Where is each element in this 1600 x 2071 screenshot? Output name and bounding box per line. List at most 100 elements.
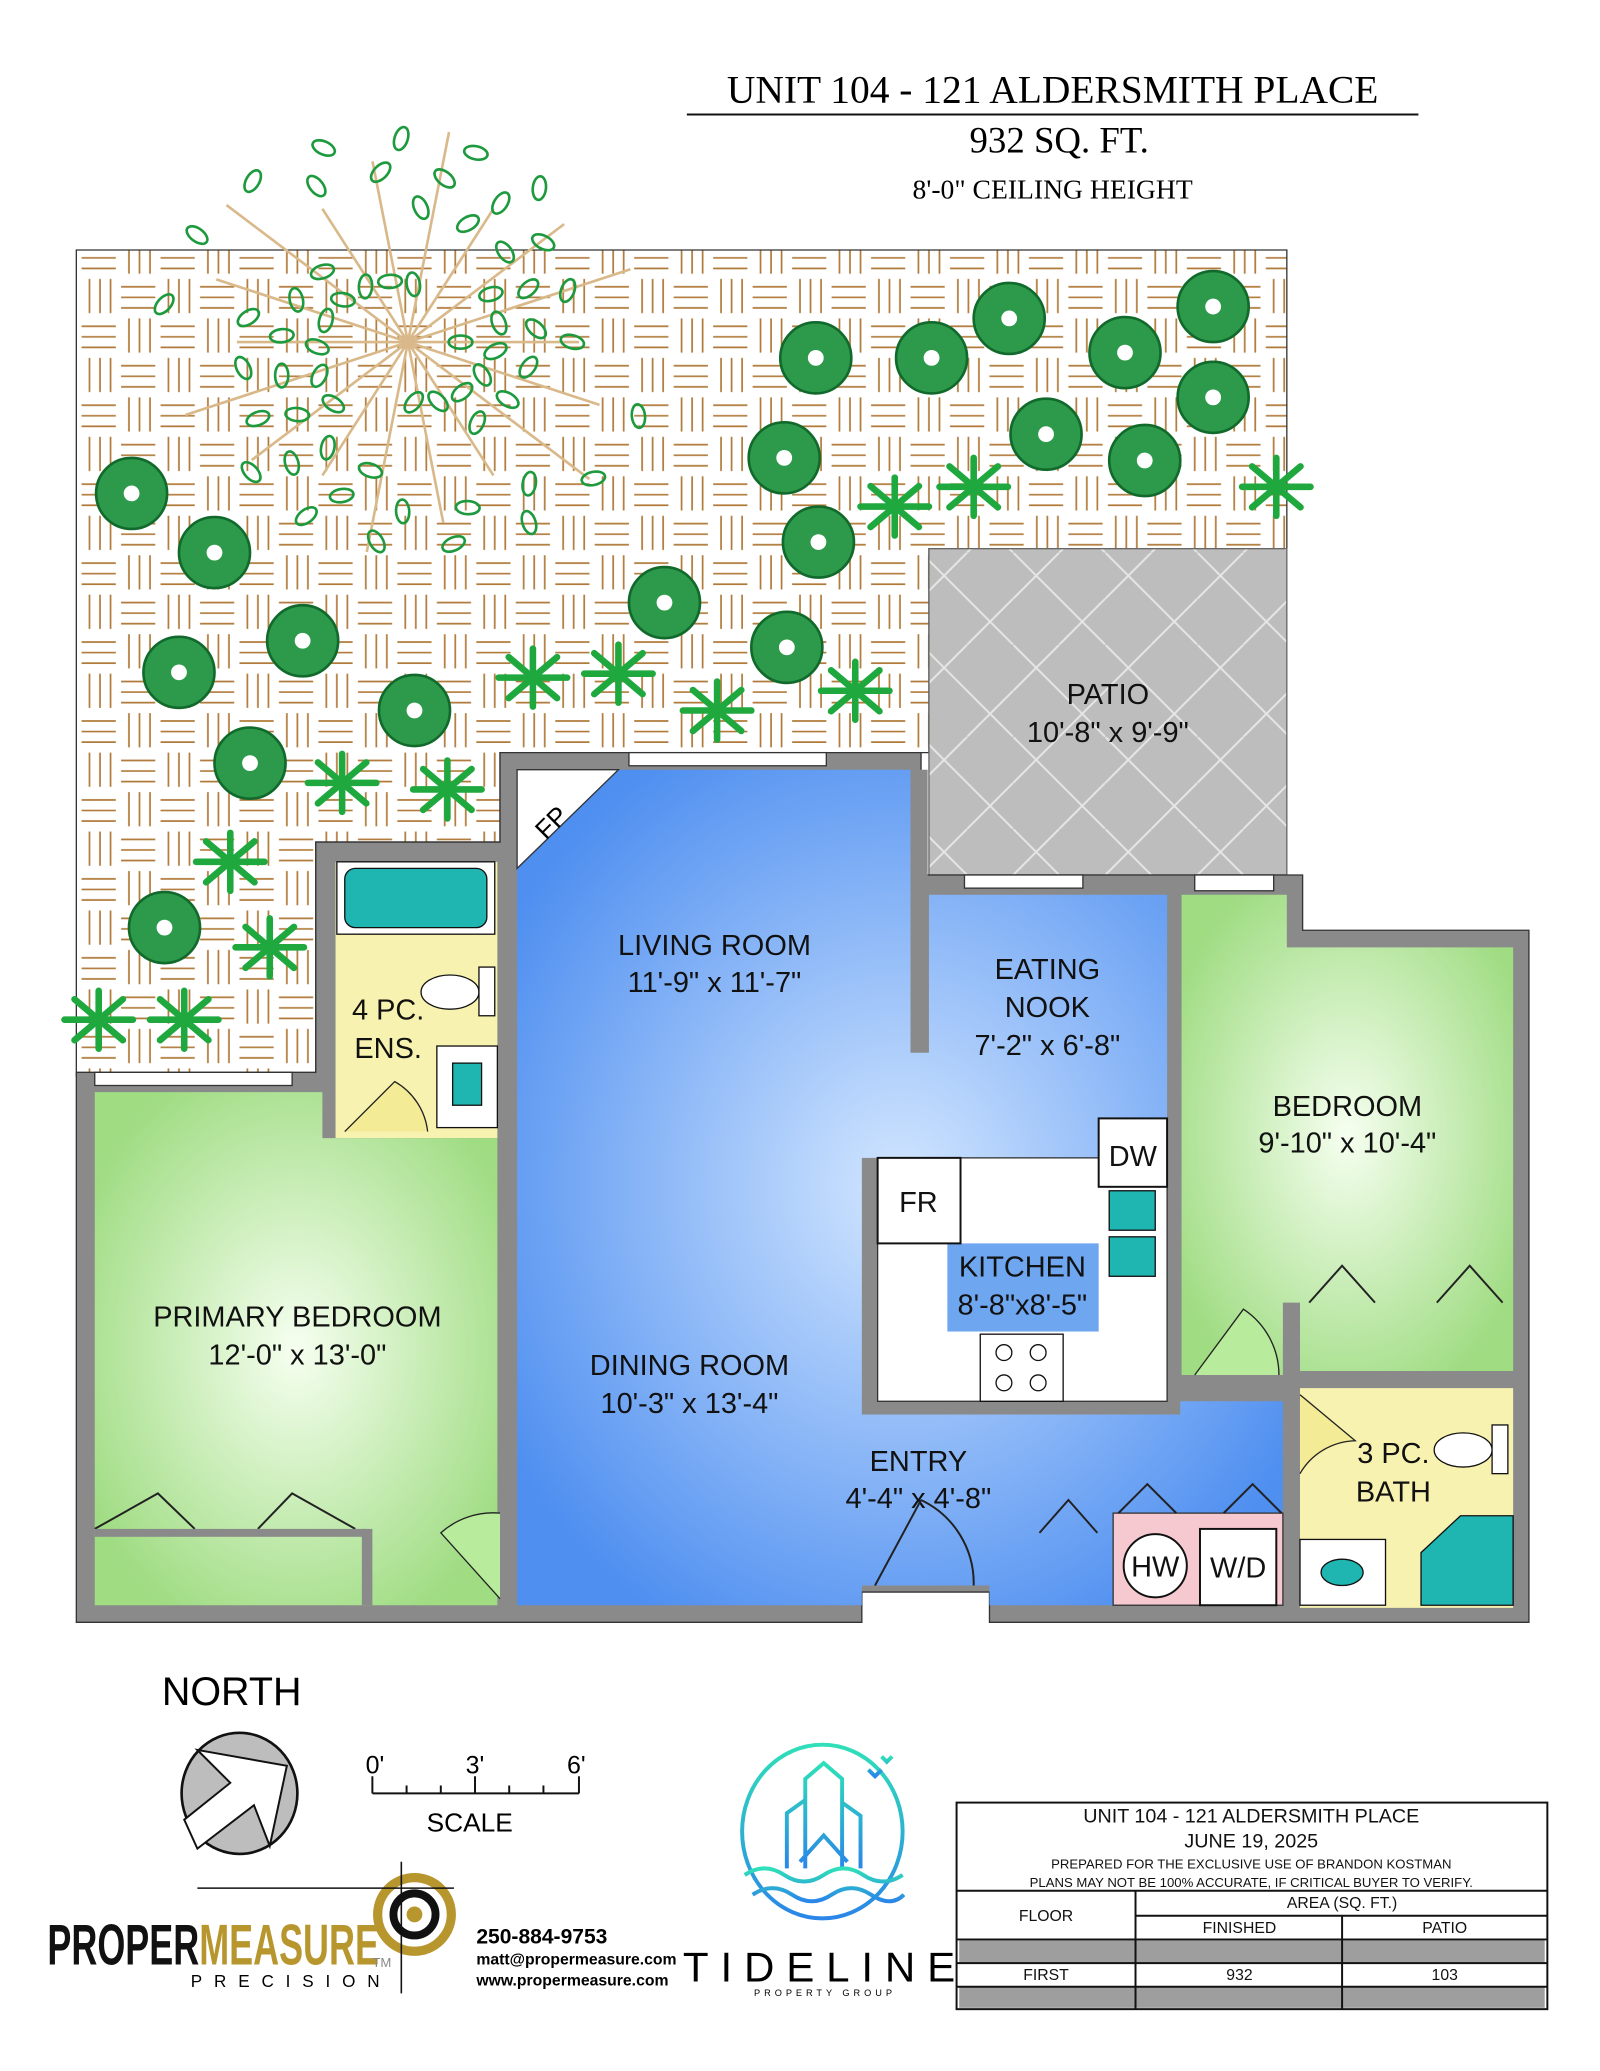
sink-basin xyxy=(1108,1190,1156,1231)
fern-icon xyxy=(1248,463,1280,491)
brand-proper: PROPER xyxy=(47,1913,199,1977)
shrub-center xyxy=(1136,452,1153,469)
ceiling-height: 8'-0" CEILING HEIGHT xyxy=(913,174,1193,205)
fern-icon xyxy=(529,653,561,681)
tree-branch xyxy=(406,341,445,524)
dining-room-label: DINING ROOM xyxy=(590,1350,789,1382)
row-finished: 932 xyxy=(1226,1967,1252,1984)
fern-icon xyxy=(419,765,451,793)
tree-leaf xyxy=(306,174,327,198)
tree-leaf xyxy=(580,470,607,487)
tree-leaf xyxy=(495,390,520,410)
brand-tagline: PRECISION xyxy=(191,1972,392,1991)
scale-label: SCALE xyxy=(427,1808,513,1838)
tree-leaf xyxy=(366,529,386,554)
row-patio: 103 xyxy=(1432,1967,1459,1984)
toilet xyxy=(1433,1424,1509,1475)
ensuite-label-2: ENS. xyxy=(354,1033,422,1065)
tree-leaf xyxy=(494,240,516,264)
window xyxy=(94,1071,293,1087)
primary-bedroom-door[interactable] xyxy=(439,1512,501,1600)
fern-icon xyxy=(505,653,537,681)
vanity-sink xyxy=(436,1045,499,1129)
tree-leaf xyxy=(530,232,556,252)
eating-nook-dims: 7'-2" x 6'-8" xyxy=(974,1030,1120,1062)
fern-icon xyxy=(1248,483,1280,511)
hot-water-tank xyxy=(1122,1533,1188,1599)
tree-leaf xyxy=(630,402,647,430)
tree-leaf xyxy=(490,310,508,336)
table-date: JUNE 19, 2025 xyxy=(1184,1830,1318,1852)
shrub-center xyxy=(123,485,140,502)
kitchen-island xyxy=(947,1243,1099,1332)
brand-tm: TM xyxy=(372,1955,391,1970)
primary-bedroom-label: PRIMARY BEDROOM xyxy=(153,1301,441,1333)
tree-leaf xyxy=(310,363,329,389)
table-title: UNIT 104 - 121 ALDERSMITH PLACE xyxy=(1083,1805,1419,1827)
tree-branch xyxy=(406,131,451,343)
entry-door[interactable] xyxy=(874,1499,975,1586)
propermeasure-logo: PROPERMEASURE TM PRECISION xyxy=(47,1861,456,1994)
shrub-center xyxy=(294,632,311,649)
total-area: 932 SQ. FT. xyxy=(970,120,1149,161)
ensuite-door[interactable] xyxy=(344,1080,429,1133)
shrub-center xyxy=(171,664,187,681)
tree-leaf xyxy=(455,214,481,234)
tree-leaf xyxy=(234,355,253,381)
tree-leaf xyxy=(240,460,262,484)
tree-leaf xyxy=(559,333,586,351)
fern-icon xyxy=(891,482,923,510)
svg-text:PROPERMEASURE: PROPERMEASURE xyxy=(47,1913,379,1977)
closet-divider xyxy=(361,1528,373,1606)
living-nook-wall xyxy=(910,769,928,1053)
fern-icon xyxy=(590,670,622,698)
shrub-center xyxy=(1001,310,1018,327)
tree-branch xyxy=(407,341,591,481)
kitchen-label: KITCHEN xyxy=(959,1251,1086,1283)
tree-leaf xyxy=(520,509,538,536)
tree-leaf xyxy=(304,338,330,356)
toilet xyxy=(420,966,496,1017)
tree-leaf xyxy=(357,461,384,479)
eating-nook-label: EATING xyxy=(995,954,1101,986)
closet-doors xyxy=(94,1492,356,1530)
contact-email[interactable]: matt@propermeasure.com xyxy=(476,1951,676,1968)
tree-leaf xyxy=(294,506,318,527)
bath-door[interactable] xyxy=(1299,1394,1358,1474)
tree-leaf xyxy=(517,278,540,300)
fern-icon xyxy=(867,482,899,510)
vanity-sink xyxy=(1299,1538,1387,1606)
tree-branch xyxy=(250,341,409,462)
tree-branch xyxy=(407,340,600,407)
tree-leaf xyxy=(309,263,336,281)
patio-dims: 10'-8" x 9'-9" xyxy=(1027,717,1189,749)
tree-leaf xyxy=(405,271,422,298)
tree-leaf xyxy=(311,138,337,157)
fern-icon xyxy=(338,759,370,787)
tree-leaf xyxy=(491,191,511,215)
contact-website[interactable]: www.propermeasure.com xyxy=(475,1972,668,1989)
scale-tick-3: 3' xyxy=(466,1752,485,1780)
tree-leaf xyxy=(273,362,290,389)
fern-icon xyxy=(1273,483,1304,511)
fern-icon xyxy=(242,944,274,972)
tree-branch xyxy=(184,340,409,417)
shrub-center xyxy=(156,919,173,936)
tree-leaf xyxy=(283,450,301,476)
tree-leaf xyxy=(284,406,311,423)
fern-icon xyxy=(505,674,537,702)
bathtub-basin xyxy=(344,867,488,929)
tree-leaf xyxy=(454,499,481,516)
stove xyxy=(979,1333,1064,1402)
fern-icon xyxy=(529,674,561,702)
shrub-center xyxy=(1205,298,1222,315)
fern-icon xyxy=(615,649,646,677)
shrub-center xyxy=(810,534,827,550)
fern-icon xyxy=(689,707,721,735)
bedroom-door[interactable] xyxy=(1194,1308,1280,1376)
fern-icon xyxy=(867,503,899,531)
tree-leaf xyxy=(321,393,346,414)
tree-leaf xyxy=(462,144,489,162)
col-finished: FINISHED xyxy=(1203,1920,1277,1937)
fern-icon xyxy=(338,779,370,807)
